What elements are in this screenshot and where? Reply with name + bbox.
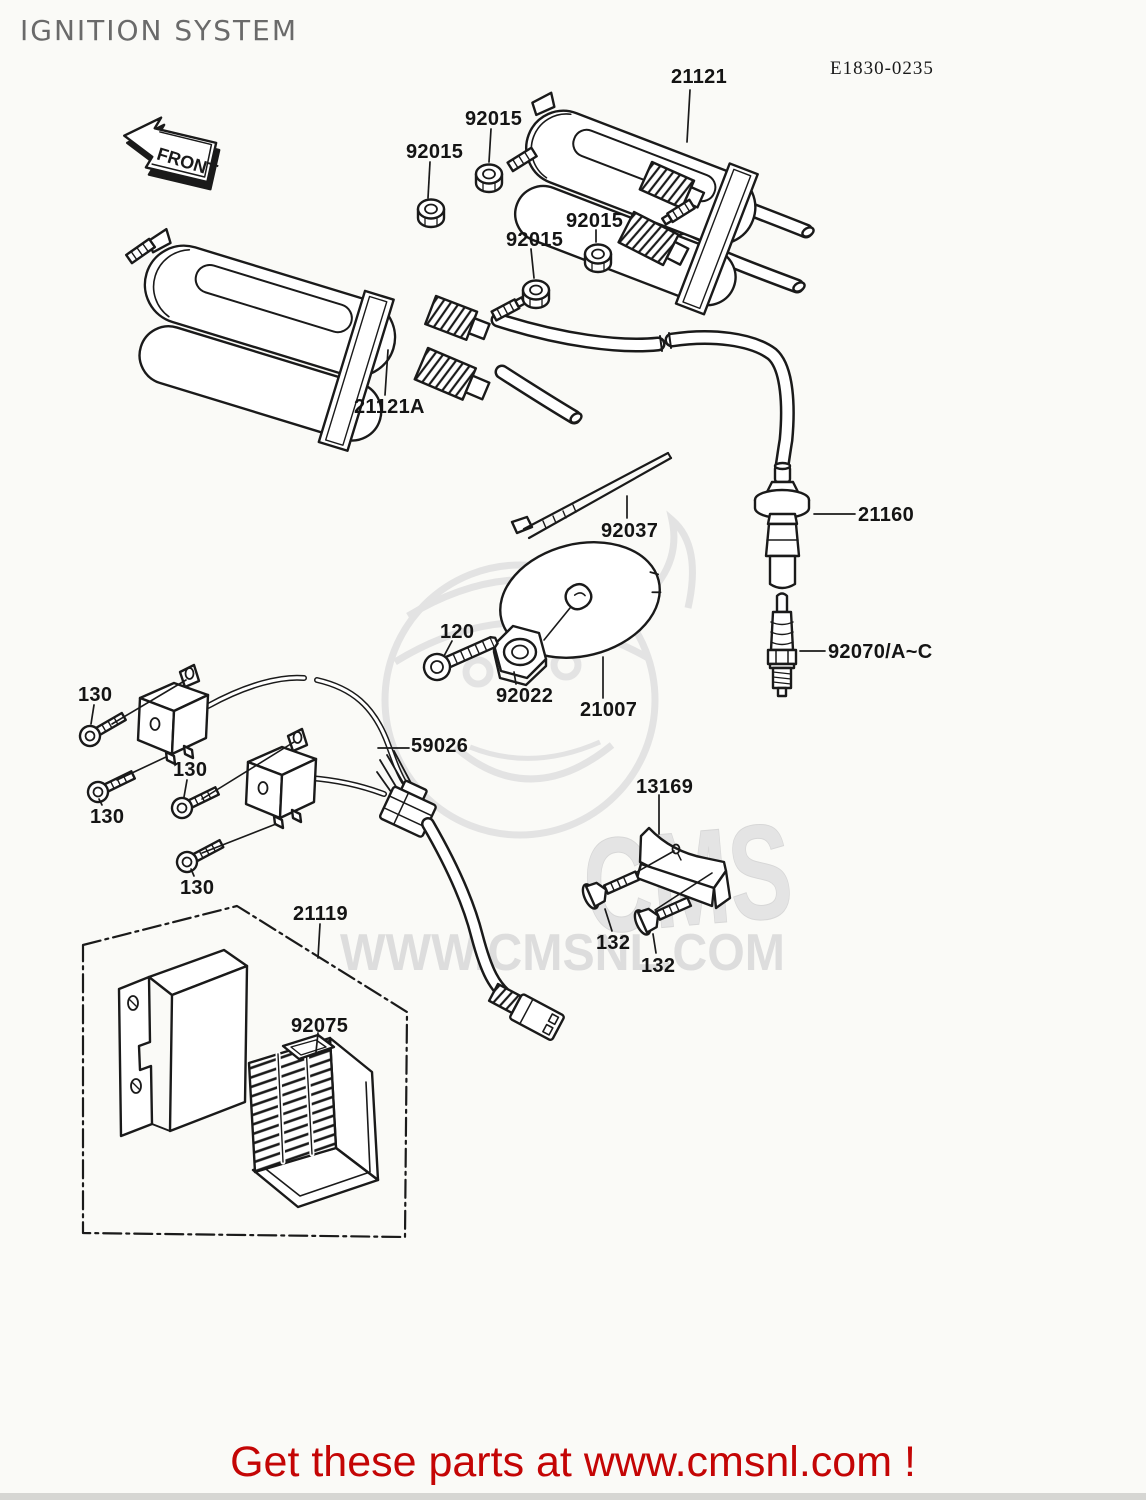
part-label-92015-d[interactable]: 92015 xyxy=(566,210,624,232)
part-label-21007[interactable]: 21007 xyxy=(580,699,638,721)
part-label-120[interactable]: 120 xyxy=(440,621,475,643)
bolt-120-drawing xyxy=(422,635,499,682)
pickup-coil-1-drawing xyxy=(136,663,210,766)
ignition-coil-21121A-drawing xyxy=(124,227,795,474)
part-label-21160[interactable]: 21160 xyxy=(858,504,915,526)
leader-lines xyxy=(90,89,856,1053)
front-arrow: FRONT xyxy=(123,116,221,191)
bolt-130-drawings xyxy=(78,679,295,874)
page-title: IGNITION SYSTEM xyxy=(20,14,299,47)
part-label-130-c[interactable]: 130 xyxy=(90,806,125,828)
part-label-92075[interactable]: 92075 xyxy=(291,1015,349,1037)
spark-plug-drawing xyxy=(766,592,798,698)
drawing-code: E1830-0235 xyxy=(830,58,934,79)
part-label-59026[interactable]: 59026 xyxy=(411,735,469,757)
part-label-130-d[interactable]: 130 xyxy=(180,877,215,899)
igniter-assembly-box-drawing xyxy=(81,904,409,1239)
part-label-92015-b[interactable]: 92015 xyxy=(406,141,464,163)
nut-92022-drawing xyxy=(492,624,548,687)
ignition-coil-21121-drawing xyxy=(506,91,815,316)
nut-92015-drawings xyxy=(416,163,613,310)
pickup-coil-2-drawing xyxy=(244,727,318,830)
part-label-21121A[interactable]: 21121A xyxy=(354,396,425,418)
damper-92075-drawing xyxy=(247,1033,380,1209)
bracket-13169-drawing xyxy=(581,826,732,936)
part-label-92015-c[interactable]: 92015 xyxy=(506,229,564,251)
part-label-92070[interactable]: 92070/A~C xyxy=(828,641,933,663)
part-label-92015-a[interactable]: 92015 xyxy=(465,108,523,130)
part-label-132-a[interactable]: 132 xyxy=(596,932,631,954)
cable-tie-92037-drawing xyxy=(510,451,673,540)
part-label-92022[interactable]: 92022 xyxy=(496,685,554,707)
footer-note: Get these parts at www.cmsnl.com ! xyxy=(230,1438,916,1486)
bottom-edge-strip xyxy=(0,1493,1146,1500)
igniter-unit-drawing xyxy=(117,948,249,1138)
part-label-92037[interactable]: 92037 xyxy=(601,520,659,542)
watermark-url-text: WWW.CMSNL.COM xyxy=(340,924,785,982)
part-label-130-b[interactable]: 130 xyxy=(173,759,208,781)
part-label-130-a[interactable]: 130 xyxy=(78,684,113,706)
part-label-132-b[interactable]: 132 xyxy=(641,955,676,977)
harness-59026-drawing xyxy=(205,674,565,1041)
part-label-21119[interactable]: 21119 xyxy=(293,903,348,925)
part-label-13169[interactable]: 13169 xyxy=(636,776,694,798)
rotor-disc-21007-drawing xyxy=(499,541,662,659)
part-label-21121[interactable]: 21121 xyxy=(671,66,728,88)
spark-plug-cap-drawing xyxy=(753,461,811,590)
